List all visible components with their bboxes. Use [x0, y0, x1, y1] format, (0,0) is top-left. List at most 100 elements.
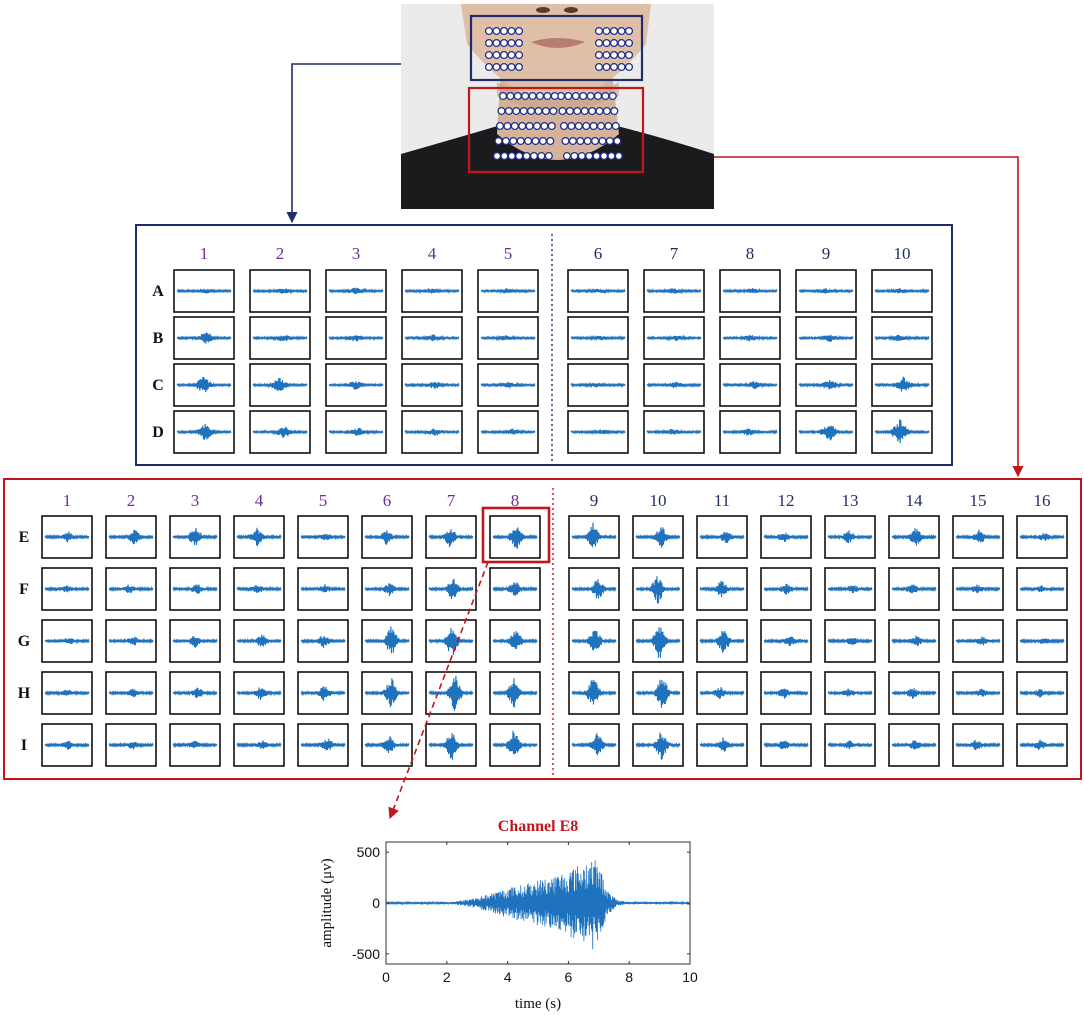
channel-I9-thumbnail[interactable]	[568, 723, 620, 767]
channel-F3-thumbnail[interactable]	[169, 567, 221, 611]
channel-E11-thumbnail[interactable]	[696, 515, 748, 559]
channel-F8-thumbnail[interactable]	[489, 567, 541, 611]
channel-I13-thumbnail[interactable]	[824, 723, 876, 767]
channel-E1-thumbnail[interactable]	[41, 515, 93, 559]
channel-D8-thumbnail[interactable]	[719, 410, 781, 454]
channel-I8-thumbnail[interactable]	[489, 723, 541, 767]
channel-C7-thumbnail[interactable]	[643, 363, 705, 407]
channel-I6-thumbnail[interactable]	[361, 723, 413, 767]
channel-I11-thumbnail[interactable]	[696, 723, 748, 767]
channel-F14-thumbnail[interactable]	[888, 567, 940, 611]
channel-A6-thumbnail[interactable]	[567, 269, 629, 313]
channel-F6-thumbnail[interactable]	[361, 567, 413, 611]
channel-H14-thumbnail[interactable]	[888, 671, 940, 715]
channel-H15-thumbnail[interactable]	[952, 671, 1004, 715]
channel-I5-thumbnail[interactable]	[297, 723, 349, 767]
channel-E10-thumbnail[interactable]	[632, 515, 684, 559]
channel-G14-thumbnail[interactable]	[888, 619, 940, 663]
channel-H3-thumbnail[interactable]	[169, 671, 221, 715]
channel-G7-thumbnail[interactable]	[425, 619, 477, 663]
channel-H4-thumbnail[interactable]	[233, 671, 285, 715]
channel-A5-thumbnail[interactable]	[477, 269, 539, 313]
channel-B8-thumbnail[interactable]	[719, 316, 781, 360]
channel-A7-thumbnail[interactable]	[643, 269, 705, 313]
channel-F7-thumbnail[interactable]	[425, 567, 477, 611]
highlight-channel-e8[interactable]	[481, 506, 551, 564]
channel-F13-thumbnail[interactable]	[824, 567, 876, 611]
channel-H13-thumbnail[interactable]	[824, 671, 876, 715]
channel-C1-thumbnail[interactable]	[173, 363, 235, 407]
channel-G11-thumbnail[interactable]	[696, 619, 748, 663]
channel-F16-thumbnail[interactable]	[1016, 567, 1068, 611]
channel-H1-thumbnail[interactable]	[41, 671, 93, 715]
channel-I10-thumbnail[interactable]	[632, 723, 684, 767]
channel-C10-thumbnail[interactable]	[871, 363, 933, 407]
channel-A2-thumbnail[interactable]	[249, 269, 311, 313]
channel-A1-thumbnail[interactable]	[173, 269, 235, 313]
channel-F2-thumbnail[interactable]	[105, 567, 157, 611]
channel-C5-thumbnail[interactable]	[477, 363, 539, 407]
channel-G8-thumbnail[interactable]	[489, 619, 541, 663]
channel-I15-thumbnail[interactable]	[952, 723, 1004, 767]
channel-B9-thumbnail[interactable]	[795, 316, 857, 360]
channel-F5-thumbnail[interactable]	[297, 567, 349, 611]
channel-B10-thumbnail[interactable]	[871, 316, 933, 360]
channel-C8-thumbnail[interactable]	[719, 363, 781, 407]
channel-E15-thumbnail[interactable]	[952, 515, 1004, 559]
channel-H10-thumbnail[interactable]	[632, 671, 684, 715]
channel-I4-thumbnail[interactable]	[233, 723, 285, 767]
channel-C3-thumbnail[interactable]	[325, 363, 387, 407]
channel-F15-thumbnail[interactable]	[952, 567, 1004, 611]
channel-E9-thumbnail[interactable]	[568, 515, 620, 559]
channel-F9-thumbnail[interactable]	[568, 567, 620, 611]
channel-B5-thumbnail[interactable]	[477, 316, 539, 360]
channel-G9-thumbnail[interactable]	[568, 619, 620, 663]
channel-I2-thumbnail[interactable]	[105, 723, 157, 767]
channel-E3-thumbnail[interactable]	[169, 515, 221, 559]
channel-C4-thumbnail[interactable]	[401, 363, 463, 407]
channel-C6-thumbnail[interactable]	[567, 363, 629, 407]
channel-H12-thumbnail[interactable]	[760, 671, 812, 715]
channel-I7-thumbnail[interactable]	[425, 723, 477, 767]
channel-G3-thumbnail[interactable]	[169, 619, 221, 663]
channel-H11-thumbnail[interactable]	[696, 671, 748, 715]
channel-E6-thumbnail[interactable]	[361, 515, 413, 559]
channel-G5-thumbnail[interactable]	[297, 619, 349, 663]
channel-A10-thumbnail[interactable]	[871, 269, 933, 313]
channel-E13-thumbnail[interactable]	[824, 515, 876, 559]
channel-B1-thumbnail[interactable]	[173, 316, 235, 360]
channel-H5-thumbnail[interactable]	[297, 671, 349, 715]
channel-I14-thumbnail[interactable]	[888, 723, 940, 767]
channel-I3-thumbnail[interactable]	[169, 723, 221, 767]
channel-A9-thumbnail[interactable]	[795, 269, 857, 313]
channel-E8-thumbnail[interactable]	[489, 515, 541, 559]
channel-F4-thumbnail[interactable]	[233, 567, 285, 611]
channel-G4-thumbnail[interactable]	[233, 619, 285, 663]
channel-H2-thumbnail[interactable]	[105, 671, 157, 715]
channel-B2-thumbnail[interactable]	[249, 316, 311, 360]
channel-F11-thumbnail[interactable]	[696, 567, 748, 611]
channel-D9-thumbnail[interactable]	[795, 410, 857, 454]
channel-E16-thumbnail[interactable]	[1016, 515, 1068, 559]
channel-B6-thumbnail[interactable]	[567, 316, 629, 360]
channel-G2-thumbnail[interactable]	[105, 619, 157, 663]
channel-E4-thumbnail[interactable]	[233, 515, 285, 559]
channel-I1-thumbnail[interactable]	[41, 723, 93, 767]
channel-G12-thumbnail[interactable]	[760, 619, 812, 663]
channel-H7-thumbnail[interactable]	[425, 671, 477, 715]
channel-E12-thumbnail[interactable]	[760, 515, 812, 559]
channel-I16-thumbnail[interactable]	[1016, 723, 1068, 767]
channel-A8-thumbnail[interactable]	[719, 269, 781, 313]
channel-D5-thumbnail[interactable]	[477, 410, 539, 454]
channel-D6-thumbnail[interactable]	[567, 410, 629, 454]
channel-D7-thumbnail[interactable]	[643, 410, 705, 454]
channel-C9-thumbnail[interactable]	[795, 363, 857, 407]
channel-D1-thumbnail[interactable]	[173, 410, 235, 454]
channel-H8-thumbnail[interactable]	[489, 671, 541, 715]
channel-G1-thumbnail[interactable]	[41, 619, 93, 663]
channel-H6-thumbnail[interactable]	[361, 671, 413, 715]
channel-F1-thumbnail[interactable]	[41, 567, 93, 611]
channel-A3-thumbnail[interactable]	[325, 269, 387, 313]
channel-C2-thumbnail[interactable]	[249, 363, 311, 407]
channel-G6-thumbnail[interactable]	[361, 619, 413, 663]
